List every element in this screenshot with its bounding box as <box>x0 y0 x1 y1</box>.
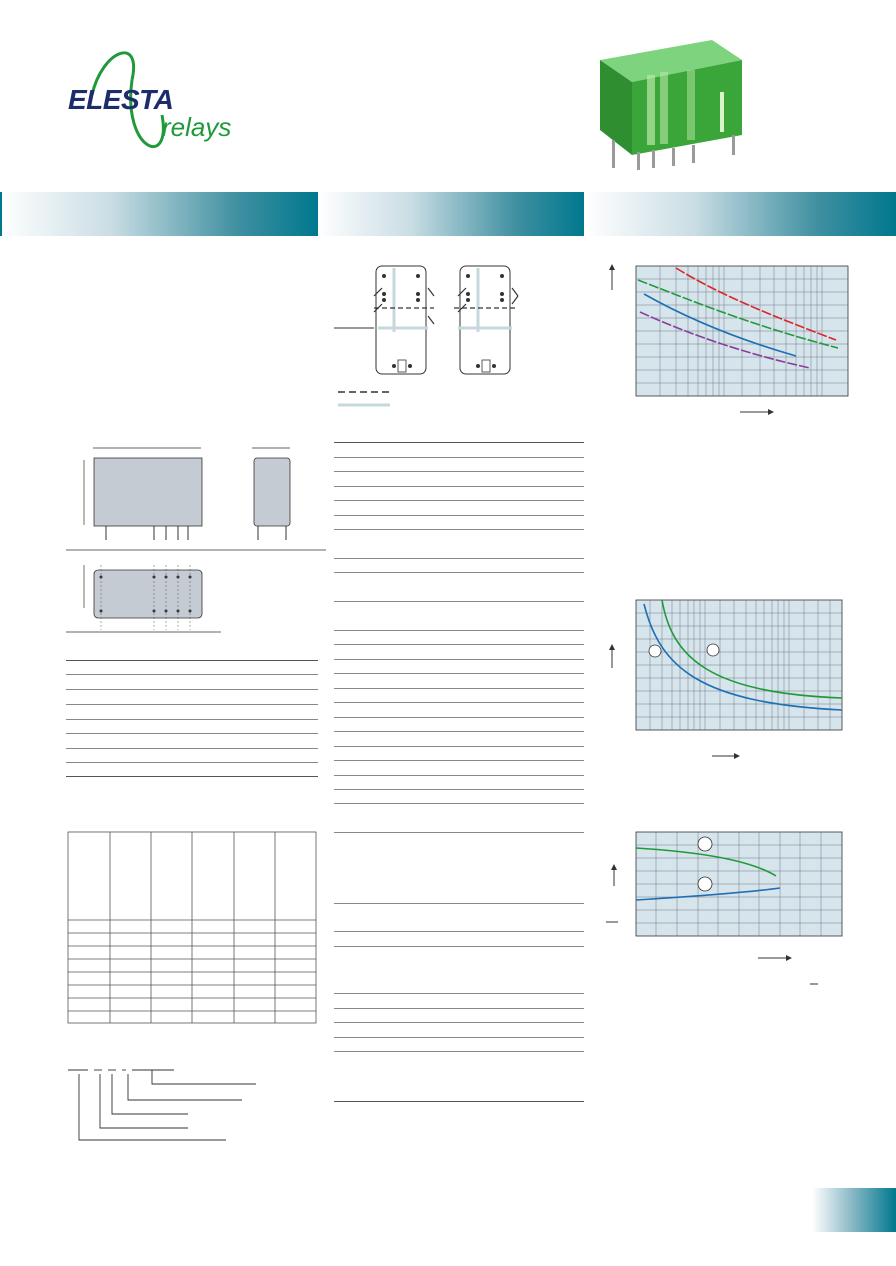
page-corner-tab <box>812 1188 896 1232</box>
logo-swoosh-icon <box>90 51 165 148</box>
contact-diagram <box>334 265 519 407</box>
chart-2 <box>609 599 843 759</box>
dimension-drawing <box>66 447 326 633</box>
order-code-tree <box>68 1069 256 1141</box>
brand-name: ELESTA <box>68 84 174 115</box>
brand-logo: ELESTA relays <box>62 40 252 170</box>
chart-3 <box>606 831 843 985</box>
column-header-band-2 <box>318 192 584 236</box>
relay-product-photo <box>600 40 742 170</box>
coil-data-table <box>67 831 317 1024</box>
column-header-band-3 <box>586 192 896 236</box>
column-header-band-1 <box>0 192 318 236</box>
chart-1 <box>609 264 849 415</box>
brand-sub: relays <box>162 112 232 142</box>
